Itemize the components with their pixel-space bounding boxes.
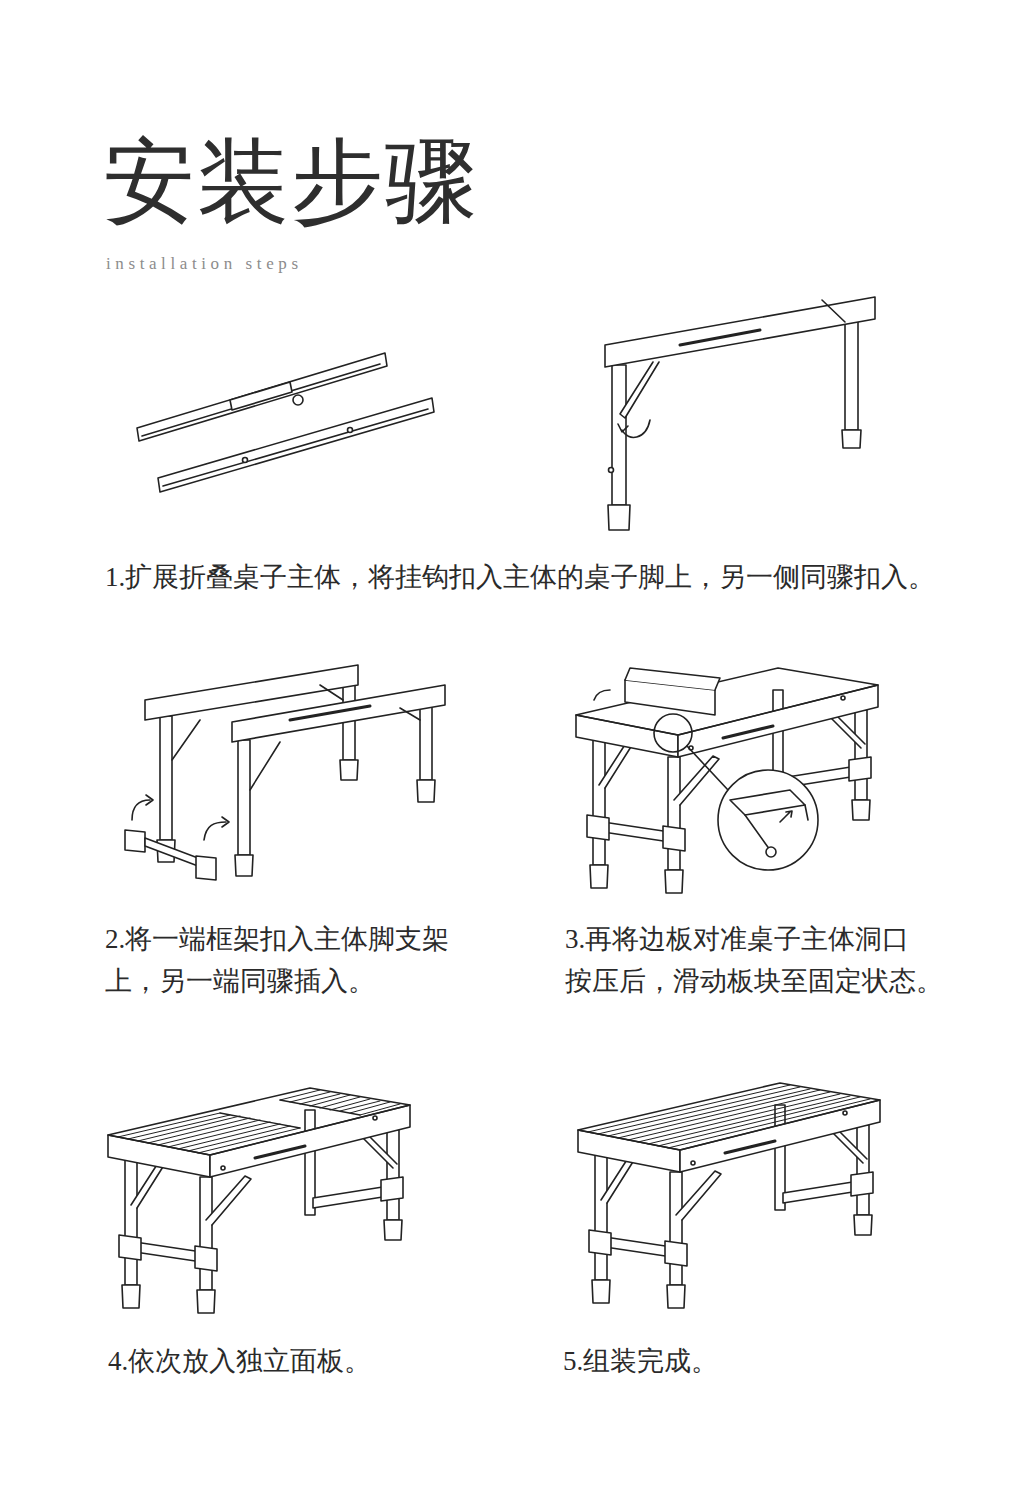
folded-leg-frame bbox=[605, 297, 875, 530]
page-title: 安装步骤 bbox=[103, 136, 479, 228]
step-instruction: 4.依次放入独立面板。 bbox=[108, 1340, 371, 1382]
frame-with-side-board bbox=[576, 668, 878, 893]
step-instruction: 2.将一端框架扣入主体脚支架 上，另一端同骤插入。 bbox=[105, 918, 505, 1002]
table-partial-panels bbox=[108, 1088, 410, 1313]
step-instruction: 5.组装完成。 bbox=[563, 1340, 718, 1382]
step-instruction: 1.扩展折叠桌子主体，将挂钩扣入主体的桌子脚上，另一侧同骤扣入。 bbox=[105, 556, 935, 598]
step-instruction: 3.再将边板对准桌子主体洞口 按压后，滑动板块至固定状态。 bbox=[565, 918, 985, 1002]
subtitle: installation steps bbox=[106, 254, 303, 274]
rails-parts bbox=[137, 353, 434, 492]
assembled-table bbox=[578, 1083, 880, 1308]
two-leg-frames bbox=[125, 665, 445, 880]
